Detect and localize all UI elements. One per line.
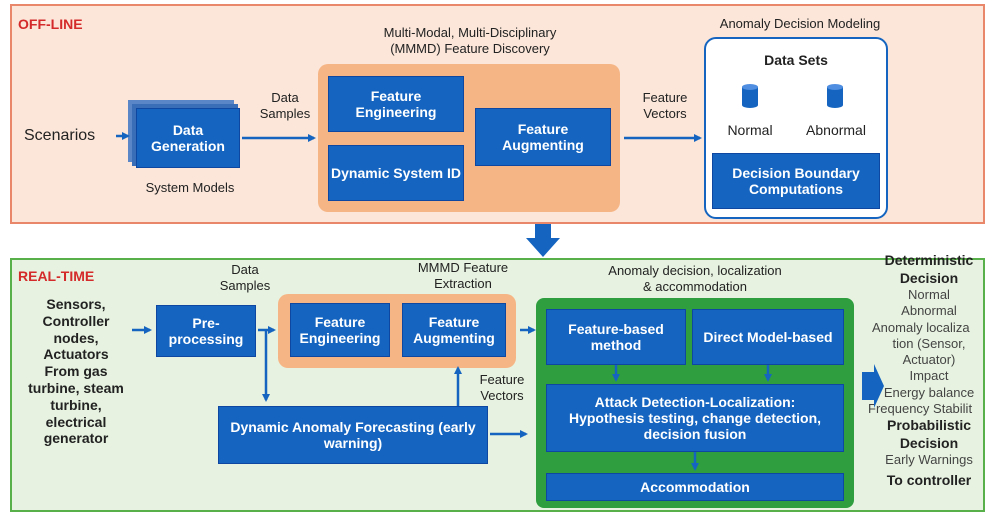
attack-detection-line3: decision fusion [643, 426, 747, 443]
deterministic-decision-label: Deterministic Decision [884, 252, 974, 286]
output-item: tion (Sensor, [892, 335, 966, 351]
early-warnings-label: Early Warnings [885, 452, 973, 467]
decision-outputs: Deterministic Decision Normal Abnormal A… [864, 252, 994, 490]
sensors-line: Controller [42, 312, 110, 329]
output-item: Normal [908, 287, 950, 302]
sensors-line: Sensors, [46, 296, 106, 312]
probabilistic-decision-label: Probabilistic Decision [886, 417, 972, 451]
attack-detection-line2: Hypothesis testing, change detection, [568, 409, 822, 426]
realtime-data-samples-label: Data Samples [219, 262, 271, 293]
to-controller-label: To controller [886, 472, 972, 489]
output-item: Frequency Stabilit [868, 400, 973, 416]
mmmd-title-line1: Multi-Modal, Multi-Disciplinary [383, 25, 557, 40]
offline-feature-augmenting-box: Feature Augmenting [475, 108, 611, 166]
feature-based-method-box: Feature-based method [546, 309, 686, 365]
offline-feature-engineering-box: Feature Engineering [328, 76, 464, 132]
output-item: Energy balance [883, 384, 975, 400]
attack-detection-box: Attack Detection-Localization: Hypothesi… [546, 384, 844, 452]
system-models-label: System Models [145, 180, 235, 195]
offline-tag: OFF-LINE [18, 16, 83, 32]
sensors-line: Actuators [43, 346, 109, 363]
sensors-line: turbine, steam [28, 379, 124, 396]
realtime-feature-engineering-box: Feature Engineering [290, 303, 390, 357]
anomaly-modeling-title: Anomaly Decision Modeling [719, 16, 881, 31]
scenarios-label: Scenarios [24, 127, 96, 144]
output-item: Abnormal [901, 303, 957, 319]
realtime-tag: REAL-TIME [18, 268, 95, 284]
output-item: Actuator) [902, 352, 956, 367]
offline-feature-vectors-label: Feature Vectors [642, 90, 688, 121]
data-generation-box: Data Generation [136, 108, 240, 168]
sensors-line: generator [43, 430, 109, 447]
sensors-line: nodes, [53, 329, 99, 346]
output-item: Anomaly localiza [872, 319, 970, 335]
output-item: Impact [909, 368, 949, 384]
mmmd-title-line2: (MMMD) Feature Discovery [390, 41, 550, 56]
accommodation-box: Accommodation [546, 473, 844, 501]
forecasting-box: Dynamic Anomaly Forecasting (early warni… [218, 406, 488, 464]
sensors-text: Sensors, Controller nodes, Actuators Fro… [24, 296, 128, 447]
abnormal-database-icon [827, 84, 843, 108]
sensors-line: From gas [44, 363, 108, 380]
sensors-line: electrical [45, 413, 107, 430]
mmmd-extraction-line1: MMMD Feature [417, 260, 509, 275]
attack-detection-line1: Attack Detection-Localization: [594, 393, 796, 410]
data-sets-title: Data Sets [764, 52, 828, 68]
decision-boundary-box: Decision Boundary Computations [712, 153, 880, 209]
realtime-feature-augmenting-box: Feature Augmenting [402, 303, 506, 357]
sensors-line: turbine, [50, 396, 102, 413]
dynamic-system-id-box: Dynamic System ID [328, 145, 464, 201]
anomaly-header-line2: & accommodation [642, 279, 748, 294]
offline-to-realtime-arrow [526, 224, 560, 257]
direct-model-based-box: Direct Model-based [692, 309, 844, 365]
realtime-feature-vectors-label: Feature Vectors [479, 372, 525, 403]
abnormal-label: Abnormal [806, 122, 866, 138]
preprocessing-box: Pre-processing [156, 305, 256, 357]
offline-data-samples-label: Data Samples [259, 90, 311, 121]
mmmd-extraction-line2: Extraction [434, 276, 492, 291]
normal-label: Normal [727, 122, 773, 138]
anomaly-header-line1: Anomaly decision, localization [608, 263, 782, 278]
normal-database-icon [742, 84, 758, 108]
